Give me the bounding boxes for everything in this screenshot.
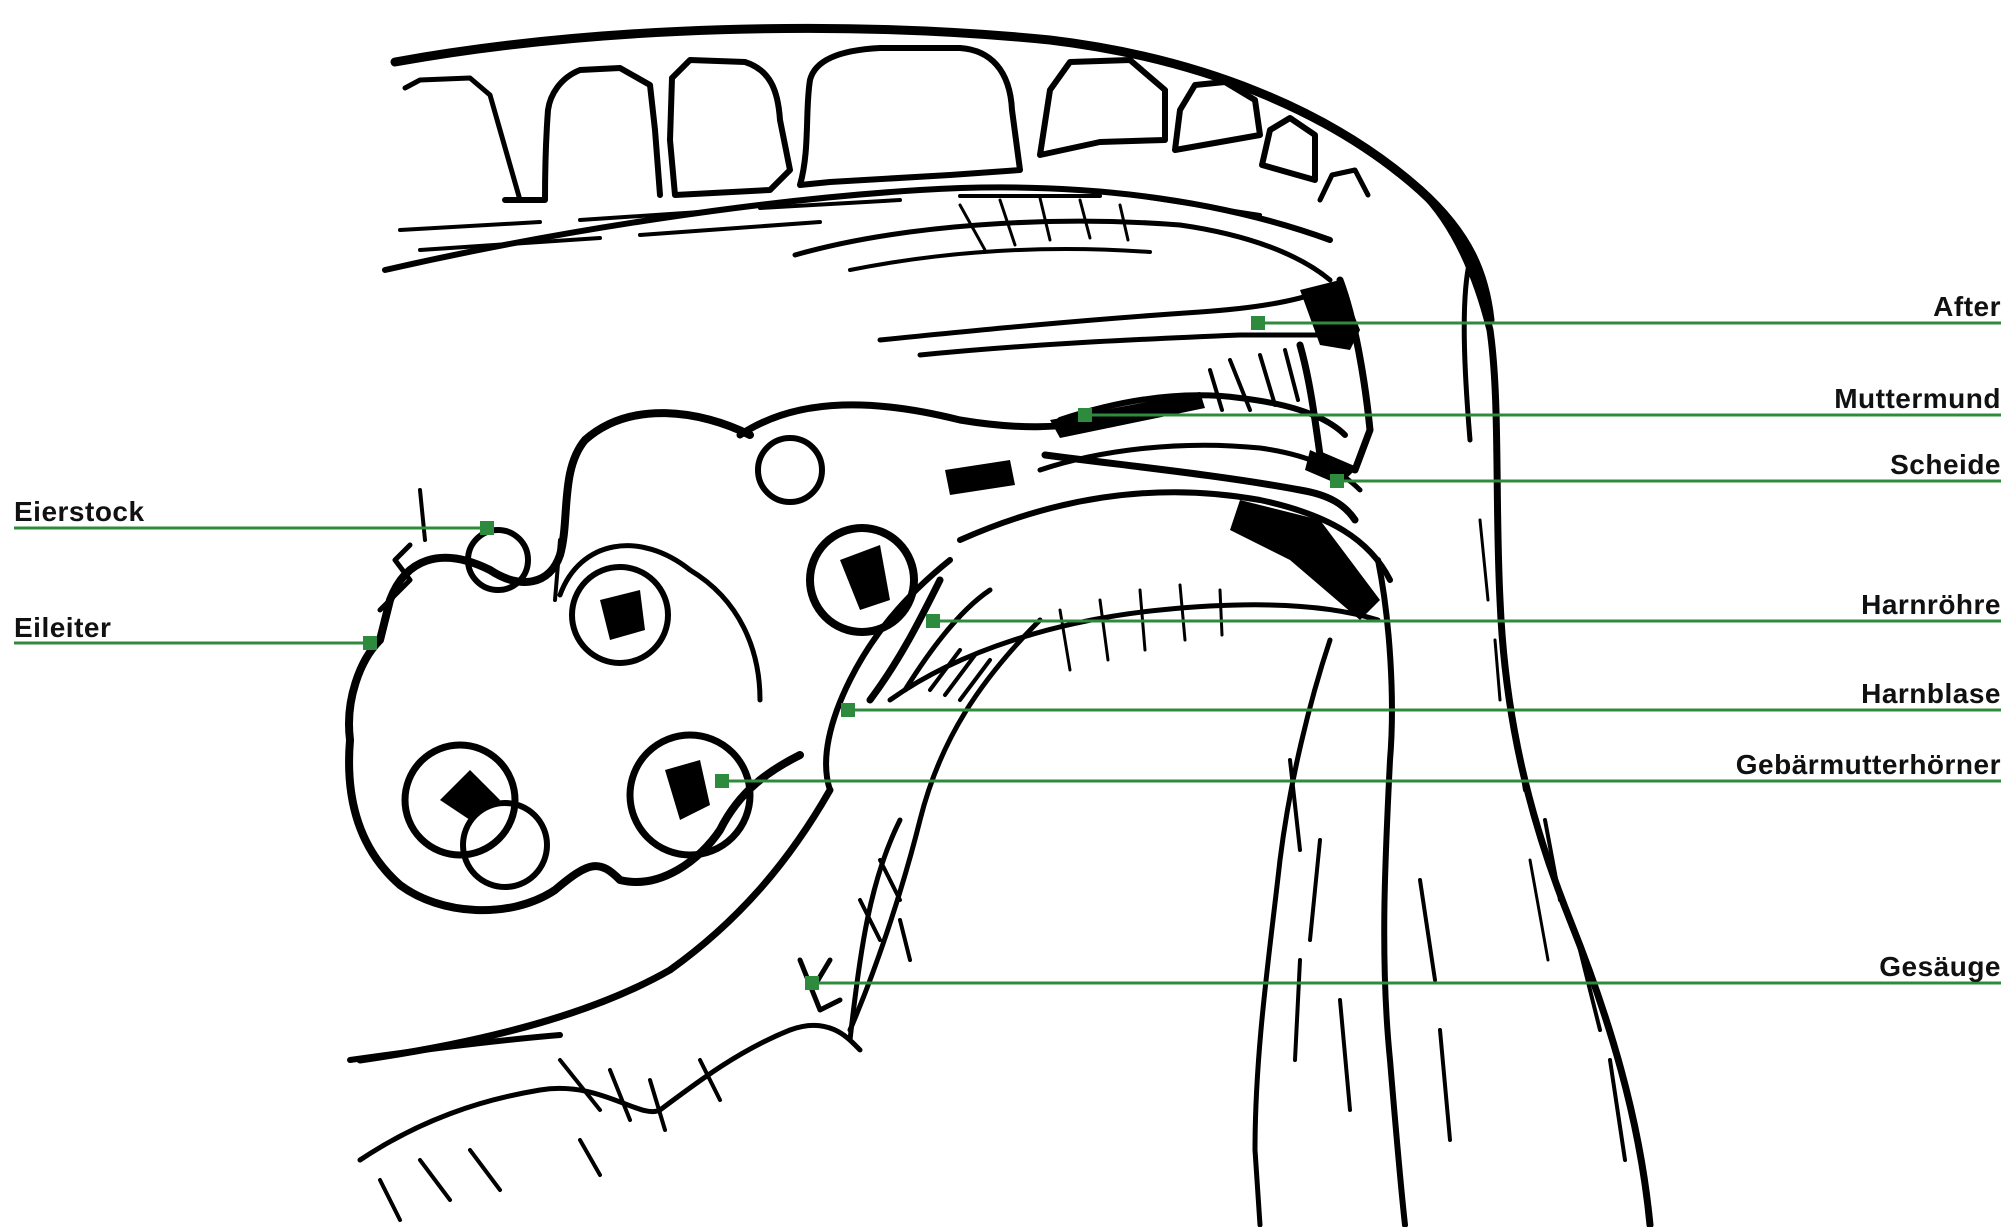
leader-marker-harnblase: [841, 703, 855, 717]
label-eileiter: Eileiter: [14, 612, 111, 643]
uterine-horns: [349, 413, 914, 910]
belly: [350, 860, 910, 1220]
label-after: After: [1933, 291, 2001, 322]
illustration: [349, 28, 1650, 1225]
label-gebaermutterhoerner: Gebärmutterhörner: [1736, 749, 2001, 780]
label-gesaeuge: Gesäuge: [1879, 951, 2001, 982]
hind-leg: [1255, 190, 1650, 1225]
leader-marker-scheide: [1330, 474, 1344, 488]
uterus-bladder: [360, 405, 1390, 1060]
spine: [385, 28, 1490, 320]
leader-marker-after: [1251, 316, 1265, 330]
leader-marker-gesaeuge: [805, 976, 819, 990]
pelvic-organs: [880, 280, 1370, 490]
labels: After Muttermund Scheide Harnröhre Harnb…: [14, 291, 2001, 982]
label-muttermund: Muttermund: [1834, 383, 2001, 414]
label-scheide: Scheide: [1890, 449, 2001, 480]
label-harnroehre: Harnröhre: [1861, 589, 2001, 620]
leader-marker-muttermund: [1078, 408, 1092, 422]
leader-marker-harnroehre: [926, 614, 940, 628]
leader-marker-eierstock: [480, 521, 494, 535]
label-eierstock: Eierstock: [14, 496, 145, 527]
leader-marker-eileiter: [363, 636, 377, 650]
label-harnblase: Harnblase: [1861, 678, 2001, 709]
leader-marker-gebaermutterhoerner: [715, 774, 729, 788]
